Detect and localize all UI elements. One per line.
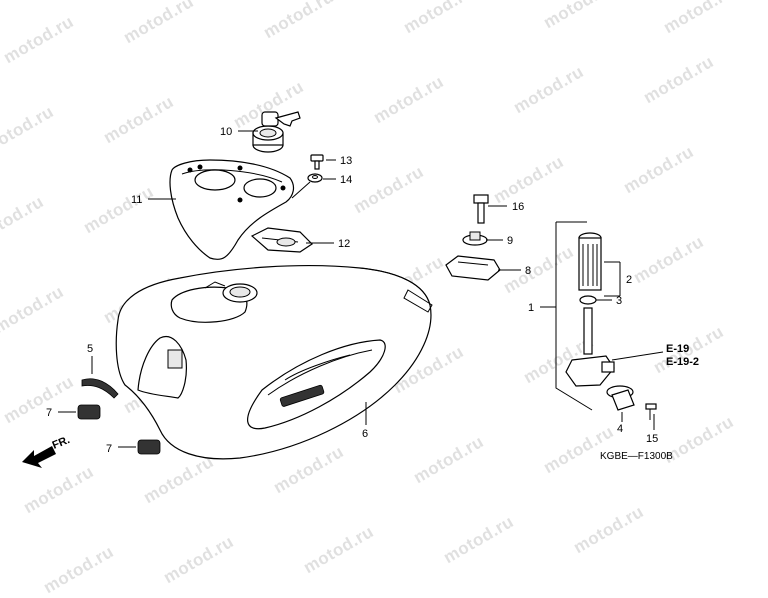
- callout-10: 10: [220, 126, 232, 138]
- callout-labels: 10 11 13 14 12 16 9 8 2 3 1 4 15 5 7 7 6: [46, 126, 658, 455]
- fuel-valve: [565, 232, 657, 420]
- bolt-16: [473, 194, 489, 224]
- callout-2: 2: [626, 274, 632, 286]
- callout-4: 4: [617, 423, 623, 435]
- fuel-tank: [115, 265, 433, 460]
- washer-14: [307, 173, 323, 183]
- callout-14: 14: [340, 174, 352, 186]
- callout-7-lower: 7: [106, 443, 112, 455]
- reference-e19[interactable]: E-19: [666, 343, 689, 355]
- mount-rubber-8: [445, 255, 501, 281]
- callout-3: 3: [616, 295, 622, 307]
- callout-5: 5: [87, 343, 93, 355]
- diagram-code: KGBE—F1300B: [600, 451, 673, 462]
- callout-9: 9: [507, 235, 513, 247]
- callout-1: 1: [528, 302, 534, 314]
- strip-5: [81, 378, 119, 399]
- callout-6: 6: [362, 428, 368, 440]
- reference-e19-2[interactable]: E-19-2: [666, 356, 699, 368]
- callout-16: 16: [512, 201, 524, 213]
- washer-9: [462, 231, 488, 246]
- nut-7-lower: [137, 439, 161, 455]
- parts-diagram: FR. 10 11 13 14 12 16 9 8 2: [22, 111, 699, 468]
- callout-12: 12: [338, 238, 350, 250]
- callout-15: 15: [646, 433, 658, 445]
- leader-lines: [58, 130, 664, 448]
- fuel-cap: [252, 111, 301, 153]
- callout-11: 11: [131, 194, 142, 206]
- bolt-13: [310, 154, 324, 170]
- callout-8: 8: [525, 265, 531, 277]
- front-arrow-label: FR.: [51, 434, 72, 452]
- tank-cover: [169, 159, 295, 261]
- nut-7-upper: [77, 404, 101, 420]
- bracket-12: [250, 227, 313, 253]
- callout-7-upper: 7: [46, 407, 52, 419]
- callout-13: 13: [340, 155, 352, 167]
- front-arrow: FR.: [22, 434, 72, 468]
